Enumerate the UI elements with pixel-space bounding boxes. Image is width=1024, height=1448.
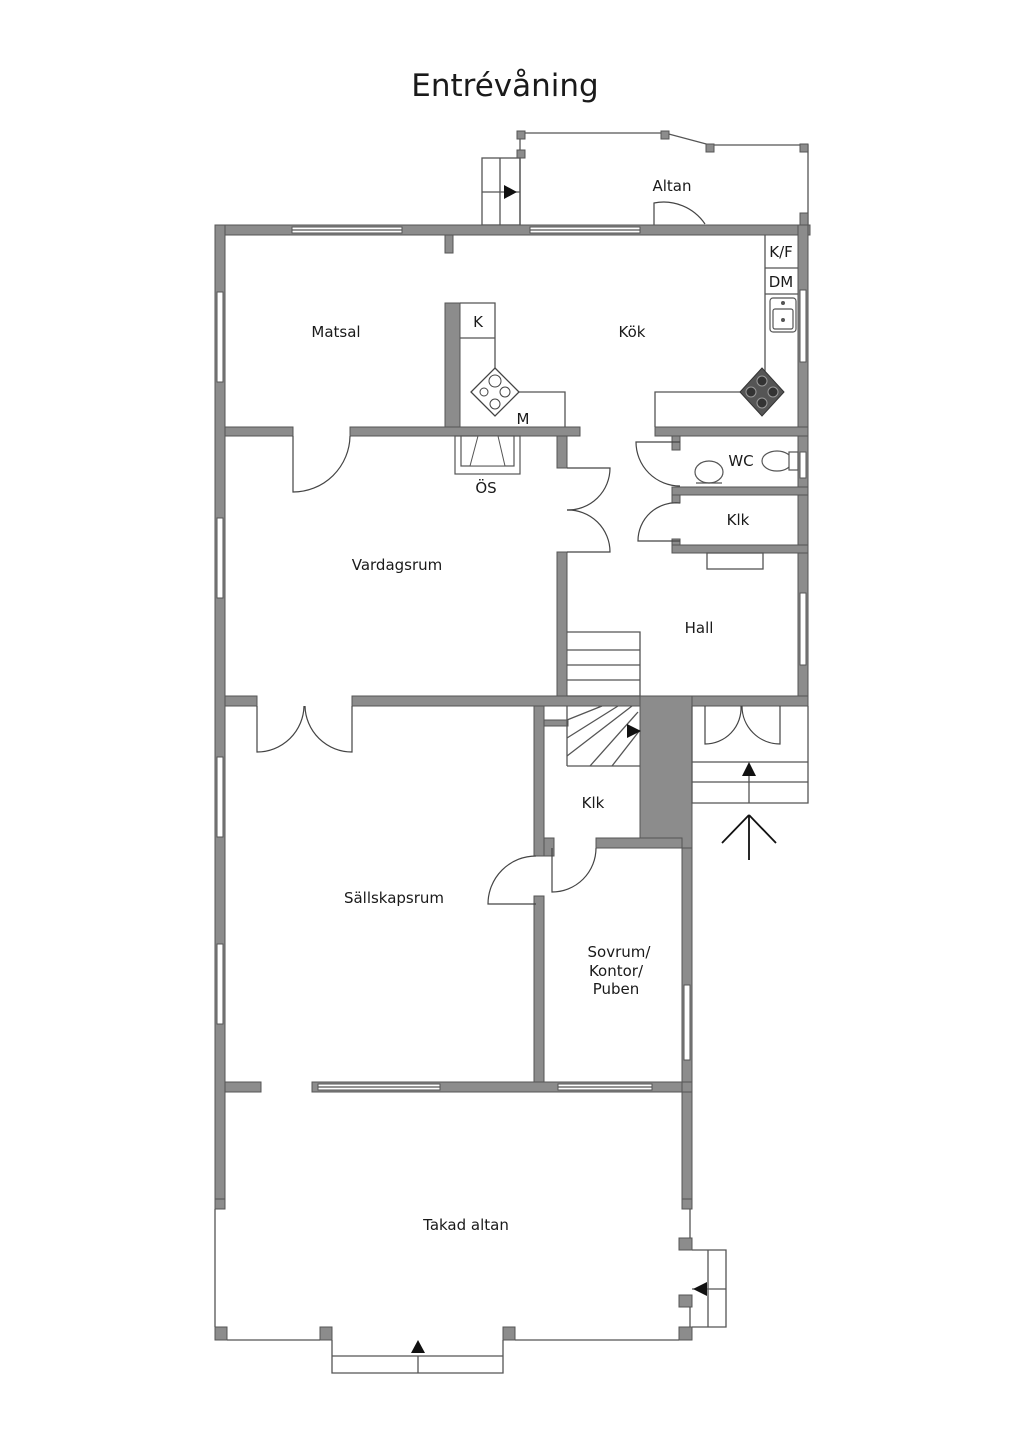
kitchen-fixtures bbox=[460, 235, 798, 427]
room-label-sovrum-line2: Kontor/ bbox=[589, 962, 644, 980]
front-steps bbox=[691, 706, 809, 860]
room-label-hall: Hall bbox=[685, 619, 714, 637]
room-label-takad-altan: Takad altan bbox=[422, 1216, 509, 1234]
doors bbox=[256, 435, 781, 905]
room-label-vardagsrum: Vardagsrum bbox=[352, 556, 443, 574]
room-label-matsal: Matsal bbox=[311, 323, 360, 341]
room-label-dm: DM bbox=[769, 273, 794, 291]
room-label-sovrum-line1: Sovrum/ bbox=[588, 943, 652, 961]
room-label-os: ÖS bbox=[475, 478, 496, 497]
room-label-k: K bbox=[473, 313, 484, 331]
staircase bbox=[566, 631, 641, 767]
room-label-klk-lower: Klk bbox=[582, 794, 605, 812]
toilet-icon bbox=[761, 450, 799, 472]
room-label-wc: WC bbox=[728, 452, 753, 470]
fireplace-icon bbox=[454, 435, 521, 475]
room-label-altan: Altan bbox=[652, 177, 691, 195]
takad-altan-deck bbox=[214, 1209, 727, 1374]
cooktop-icon bbox=[470, 367, 520, 417]
room-label-m: M bbox=[517, 410, 530, 428]
altan-deck bbox=[481, 130, 809, 226]
room-label-kok: Kök bbox=[619, 323, 646, 341]
bathroom-fixtures bbox=[694, 450, 799, 570]
side-entry-arrow-icon bbox=[693, 1282, 707, 1296]
room-label-klk-upper: Klk bbox=[727, 511, 750, 529]
stair-arrow-icon bbox=[627, 724, 641, 738]
plan-title: Entrévåning bbox=[411, 68, 598, 104]
washbasin-icon bbox=[694, 460, 724, 484]
entry-arrow-icon bbox=[504, 185, 517, 199]
windows bbox=[216, 226, 807, 1091]
terrace-entry-arrow-icon bbox=[411, 1340, 425, 1353]
room-label-sovrum-line3: Puben bbox=[593, 980, 640, 998]
room-label-kf: K/F bbox=[769, 243, 793, 261]
room-label-sallskapsrum: Sällskapsrum bbox=[344, 889, 444, 907]
stove-icon bbox=[739, 367, 785, 417]
front-entry-arrow-icon bbox=[742, 762, 756, 776]
